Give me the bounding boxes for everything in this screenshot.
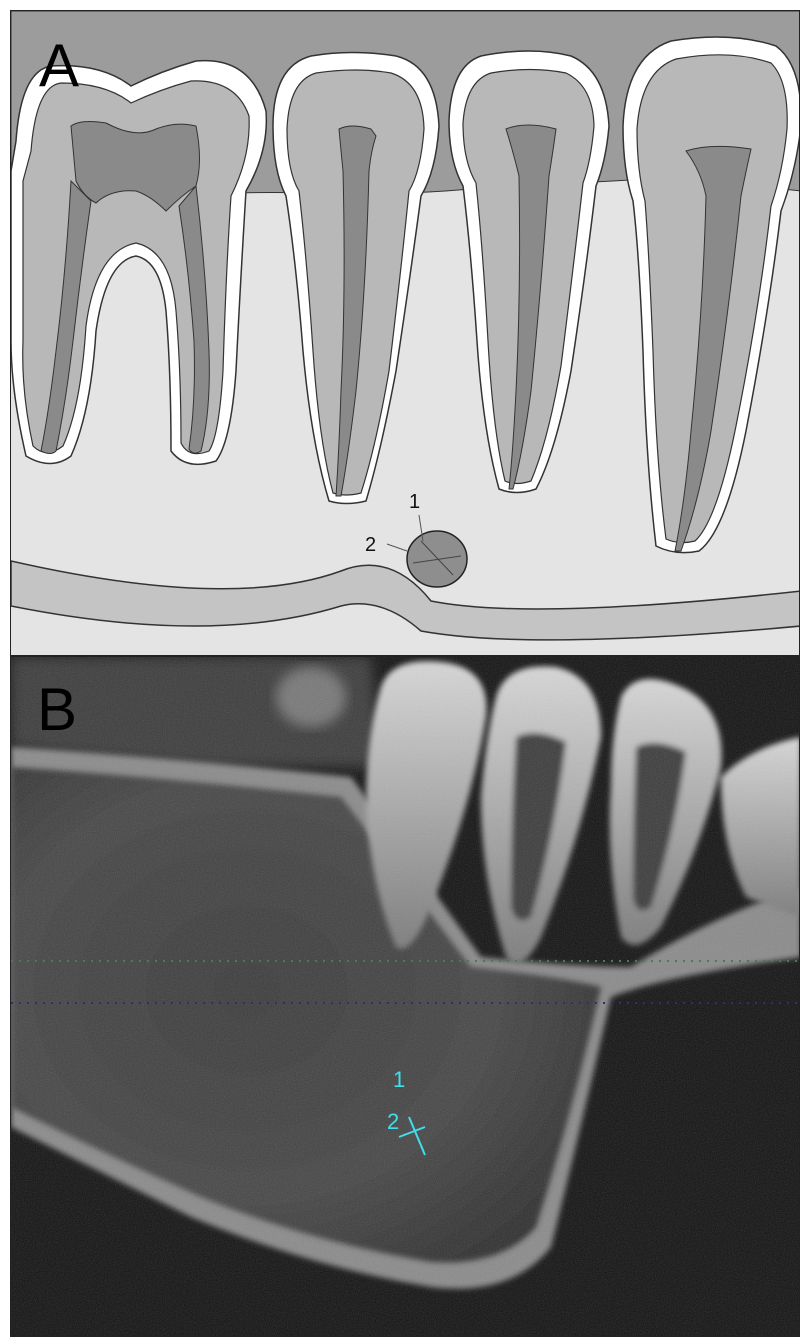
- lesion-marker: [407, 531, 467, 587]
- panel-b-image: 1 2 B: [11, 657, 800, 1337]
- panel-b-ct-scan: 1 2 B: [10, 656, 800, 1337]
- ct-callout-2-label: 2: [387, 1109, 399, 1134]
- panel-a-schematic: 1 2 A: [10, 10, 800, 656]
- ct-callout-1-label: 1: [393, 1067, 405, 1092]
- callout-2-label: 2: [365, 534, 376, 556]
- panel-a-letter: A: [39, 32, 79, 99]
- panel-b-letter: B: [37, 676, 77, 743]
- ct-noise: [11, 657, 800, 1337]
- panel-a-illustration: 1 2 A: [11, 11, 800, 656]
- callout-1-label: 1: [409, 491, 420, 513]
